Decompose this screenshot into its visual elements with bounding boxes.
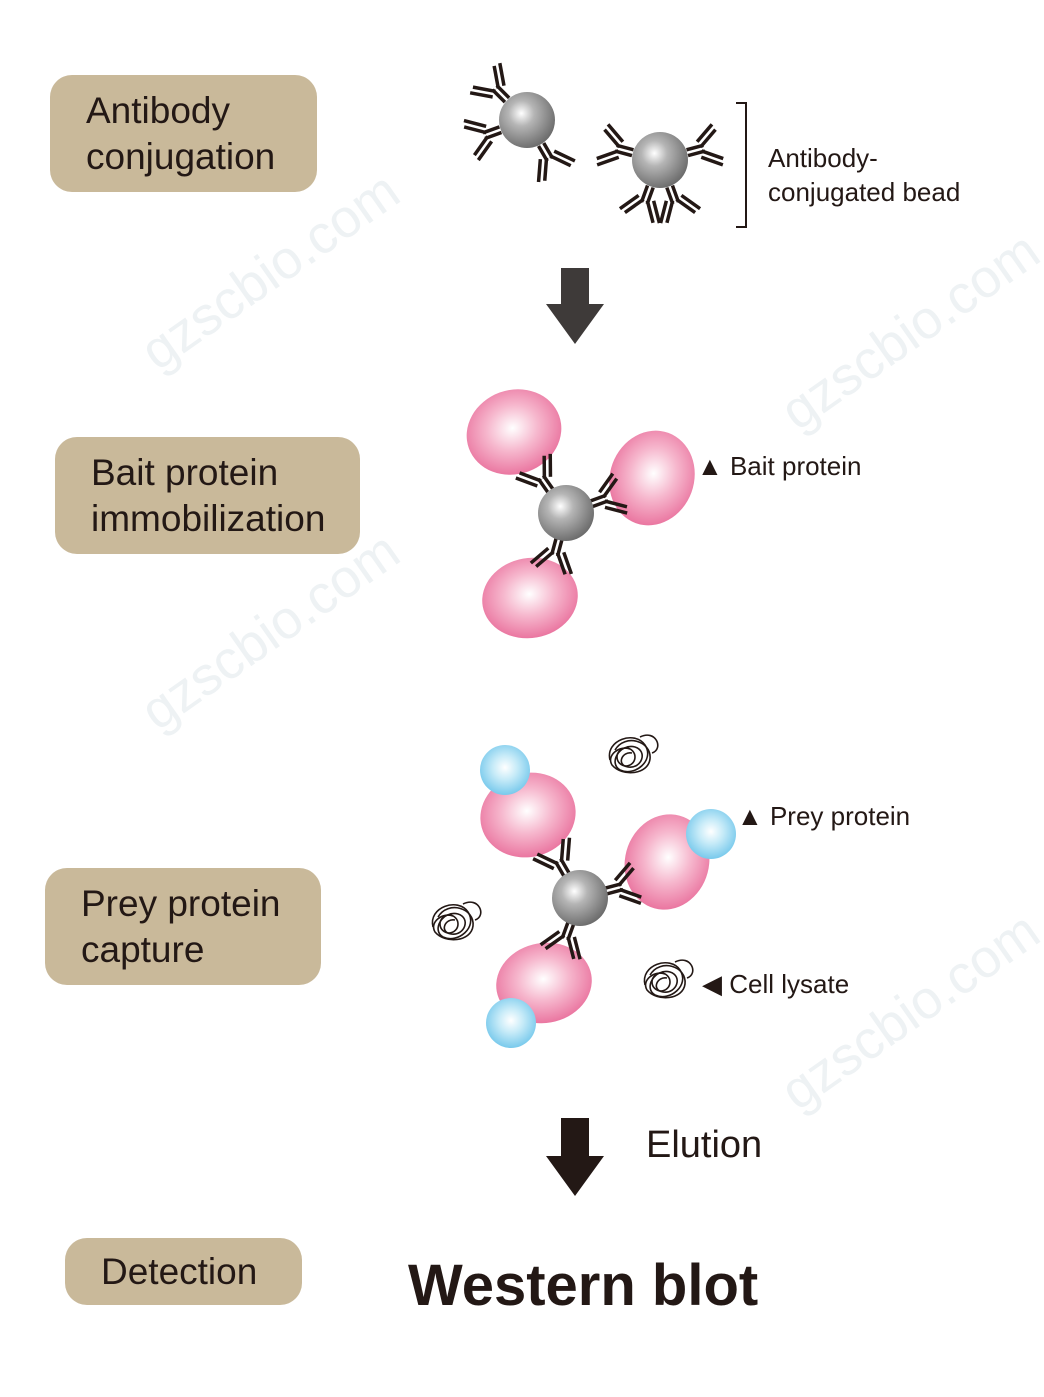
antibody-bead-left — [462, 61, 577, 184]
down-arrow-1 — [546, 268, 604, 344]
bait-protein-1 — [466, 389, 562, 475]
bead-label: Antibody- conjugated bead — [768, 141, 960, 209]
step-bait-immobilization: Bait protein immobilization — [55, 437, 360, 554]
step-3-line-1: Prey protein — [81, 882, 281, 924]
bead-bracket — [736, 102, 747, 228]
bait-bead-complex — [466, 389, 695, 639]
step-2-line-1: Bait protein — [91, 451, 279, 493]
bait-protein-2 — [609, 430, 695, 526]
bead-label-line-2: conjugated bead — [768, 177, 961, 207]
step-4-line-1: Detection — [101, 1250, 258, 1292]
bait-protein-label: ▲ Bait protein — [697, 451, 862, 481]
step-prey-capture: Prey protein capture — [45, 868, 321, 985]
lysate-tangle-1 — [608, 734, 659, 774]
western-blot-title: Western blot — [408, 1253, 759, 1318]
bead-label-line-1: Antibody- — [768, 143, 878, 173]
prey-protein-b — [686, 809, 736, 859]
step-antibody-conjugation: Antibody conjugation — [50, 75, 317, 192]
prey-protein-a — [480, 745, 530, 795]
step-1-line-1: Antibody — [86, 89, 230, 131]
lysate-tangle-3 — [643, 959, 694, 999]
step-1-line-2: conjugation — [86, 135, 276, 177]
step-2-line-2: immobilization — [91, 497, 326, 539]
lysate-tangle-2 — [431, 901, 482, 941]
bait-protein-3 — [482, 557, 578, 639]
elution-label: Elution — [646, 1124, 763, 1166]
step-detection: Detection — [65, 1238, 302, 1305]
prey-bead-complex — [431, 734, 736, 1048]
down-arrow-2 — [546, 1118, 604, 1196]
antibody-bead-right — [595, 123, 725, 225]
prey-protein-c — [486, 998, 536, 1048]
cell-lysate-label: ◀ Cell lysate — [702, 969, 850, 999]
step-3-line-2: capture — [81, 928, 205, 970]
prey-protein-label: ▲ Prey protein — [737, 801, 911, 831]
